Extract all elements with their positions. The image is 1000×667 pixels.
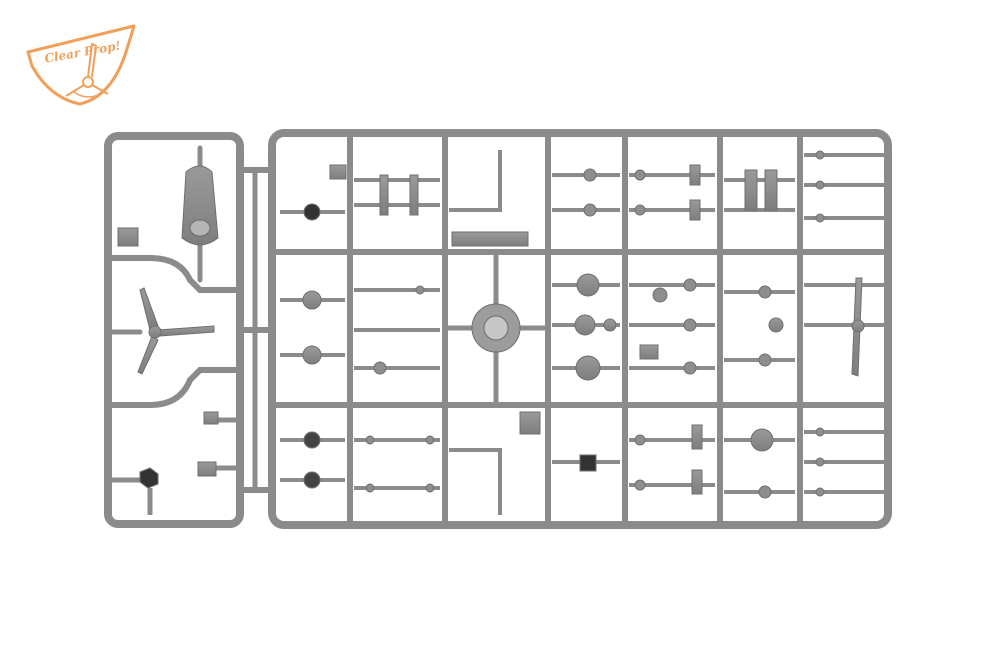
clear-prop-logo	[26, 24, 136, 106]
propeller-icon	[65, 42, 109, 98]
